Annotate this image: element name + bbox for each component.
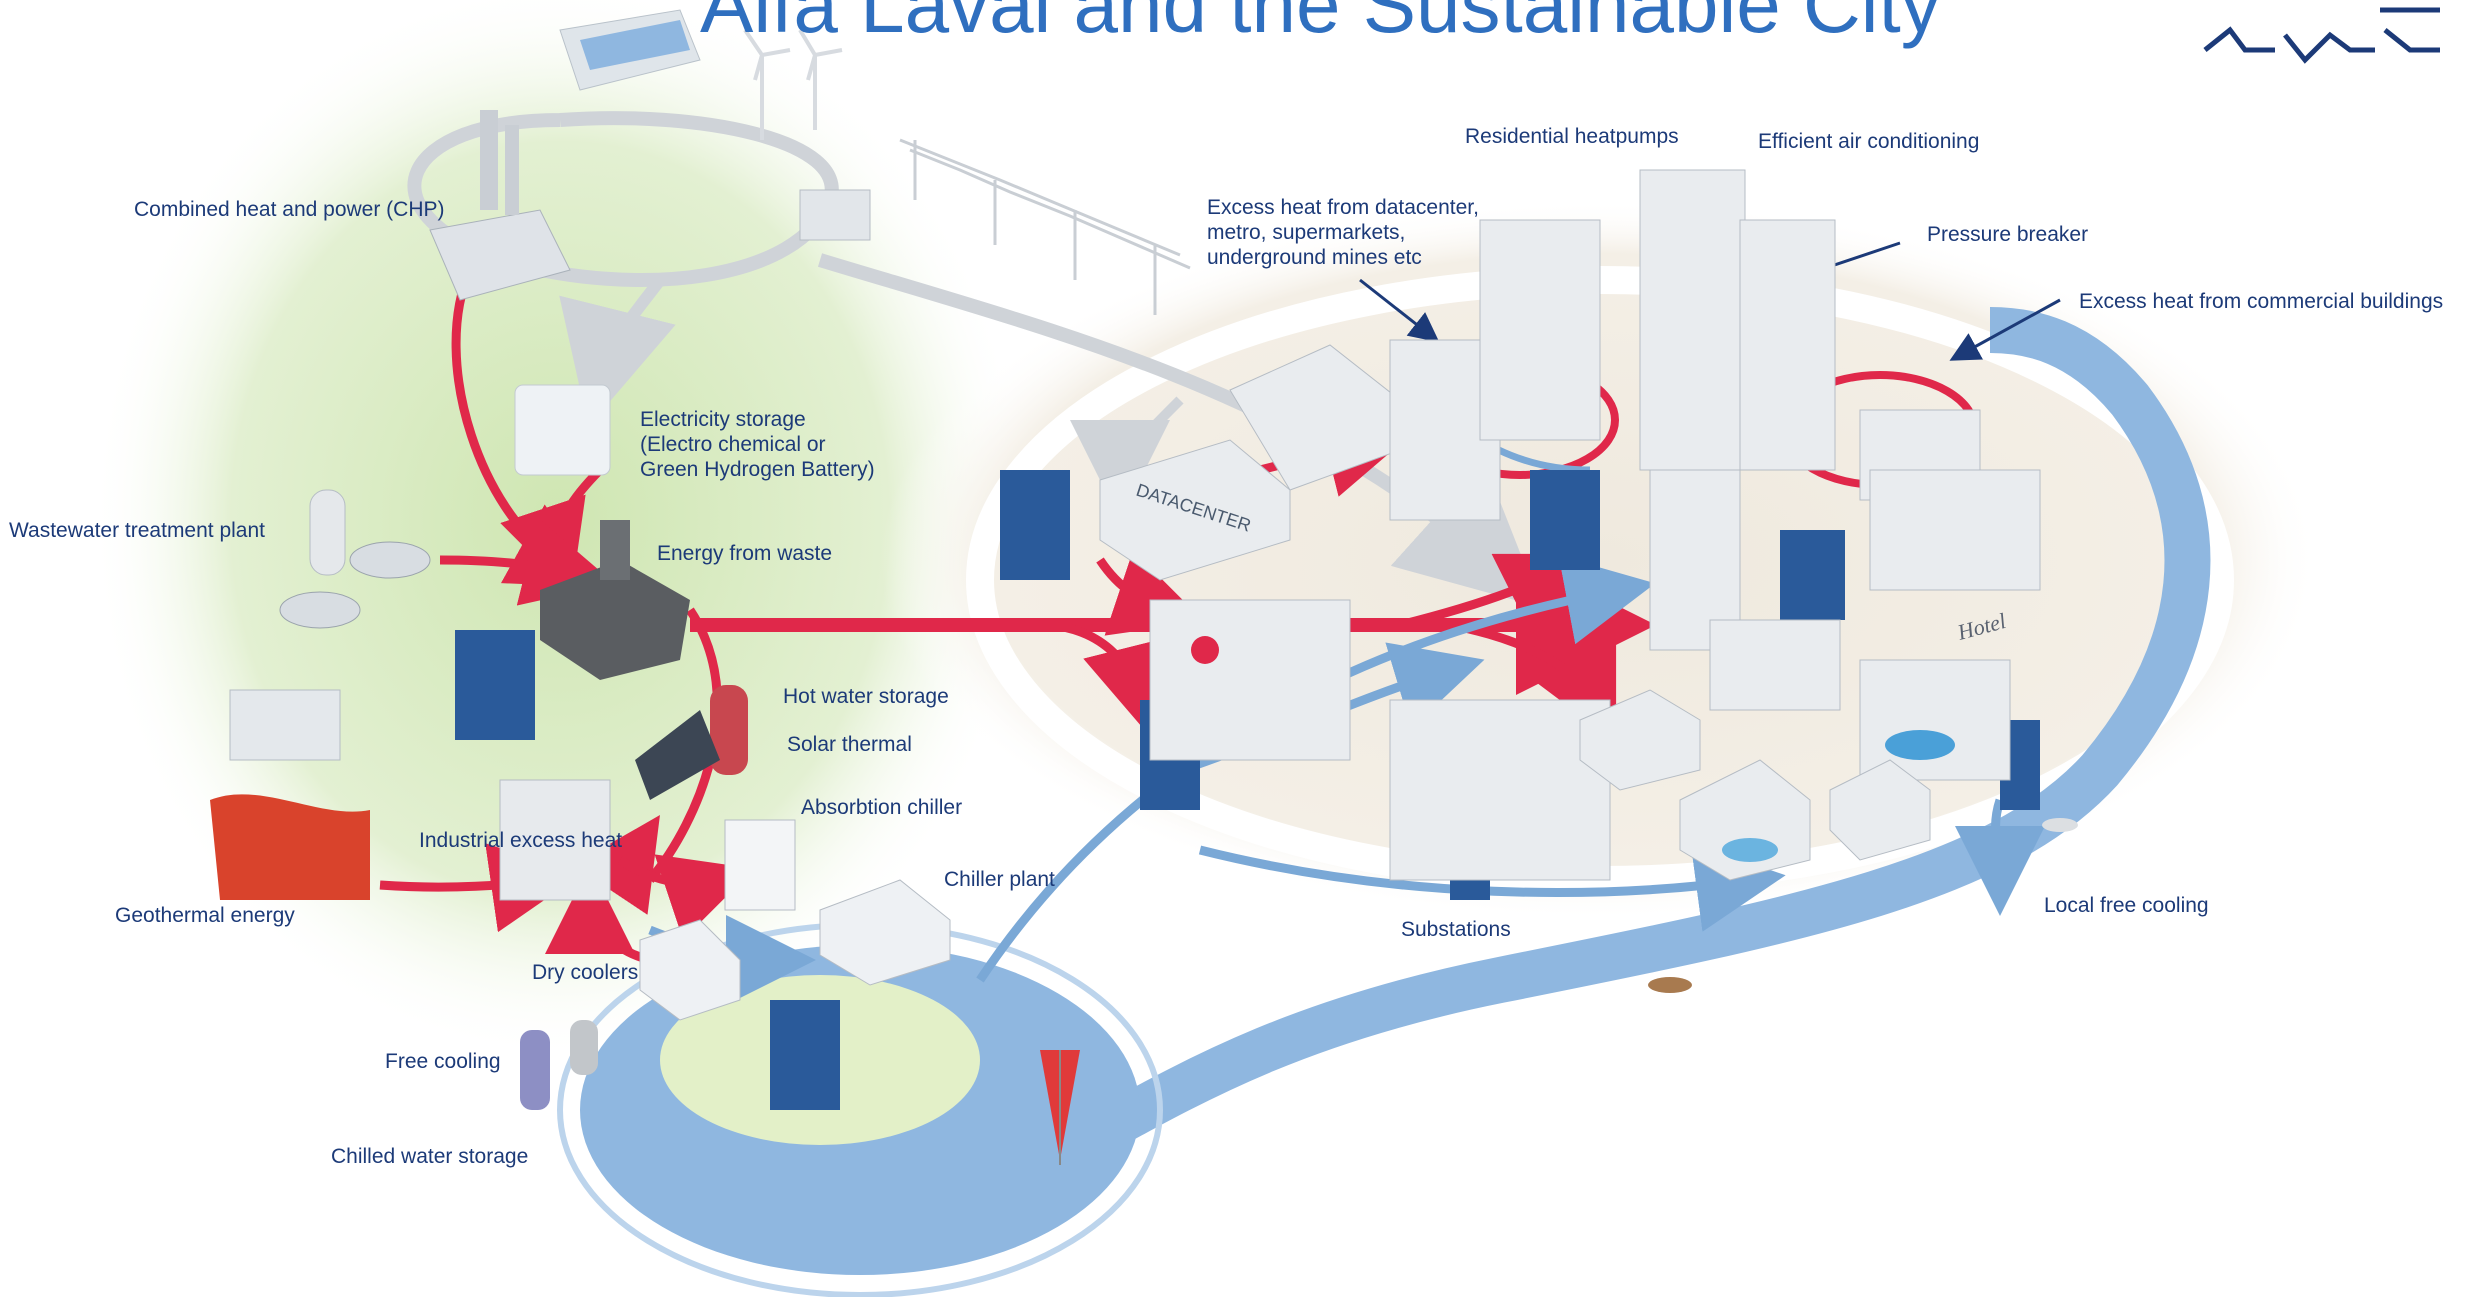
geothermal-plant: [210, 689, 370, 900]
label-electricity-storage-line1: Electricity storage: [640, 408, 806, 431]
chiller-plant: [819, 879, 951, 986]
hot-water-tank: [710, 685, 748, 775]
energy-from-waste-plant: [540, 520, 690, 680]
label-electricity-storage-line3: Green Hydrogen Battery): [640, 458, 875, 481]
label-chilled-water-storage: Chilled water storage: [331, 1145, 529, 1168]
label-excess-heat-commercial: Excess heat from commercial buildings: [2079, 290, 2444, 313]
solar-thermal-panels: [635, 710, 720, 800]
industrial-plant: [499, 779, 611, 901]
label-industrial-excess-heat: Industrial excess heat: [419, 829, 623, 852]
label-hot-water-storage: Hot water storage: [783, 685, 949, 708]
label-local-free-cooling: Local free cooling: [2044, 894, 2209, 917]
label-excess-heat-datacenter-line3: underground mines etc: [1207, 246, 1422, 269]
label-residential-heatpumps: Residential heatpumps: [1465, 125, 1679, 148]
city-buildings: [1099, 169, 2041, 881]
label-dry-coolers: Dry coolers: [532, 961, 639, 984]
label-chp: Combined heat and power (CHP): [134, 198, 445, 221]
label-efficient-ac: Efficient air conditioning: [1758, 130, 1980, 153]
label-electricity-storage: Electricity storage (Electro chemical or…: [640, 407, 875, 482]
boat-river: [1648, 977, 1692, 993]
label-free-cooling: Free cooling: [385, 1050, 501, 1073]
free-cooling-tank: [520, 1030, 550, 1110]
hotel-pool: [1885, 730, 1955, 760]
chilled-water-tank: [570, 1020, 598, 1075]
hospital-cross-icon: [1191, 636, 1219, 664]
label-substations: Substations: [1401, 918, 1511, 941]
page-title: Alfa Laval and the Sustainable City: [700, 0, 1941, 49]
label-excess-heat-datacenter: Excess heat from datacenter, metro, supe…: [1207, 195, 1479, 270]
dry-coolers: [639, 919, 741, 1021]
house-pool: [1722, 838, 1778, 862]
alfa-laval-logo: [2203, 7, 2440, 64]
hydro-dam: [559, 9, 701, 91]
label-wastewater: Wastewater treatment plant: [9, 519, 265, 542]
label-absorption-chiller: Absorbtion chiller: [801, 796, 963, 819]
wind-turbines: [743, 28, 843, 140]
electricity-storage-block: [514, 384, 611, 476]
label-electricity-storage-line2: (Electro chemical or: [640, 433, 826, 456]
label-pressure-breaker: Pressure breaker: [1927, 223, 2089, 246]
boat-upper: [2042, 818, 2078, 832]
power-flow-to-storage: [559, 276, 676, 427]
wastewater-plant: [279, 489, 431, 629]
label-excess-heat-datacenter-line1: Excess heat from datacenter,: [1207, 196, 1479, 219]
absorption-chiller: [724, 819, 796, 911]
label-excess-heat-datacenter-line2: metro, supermarkets,: [1207, 221, 1406, 244]
label-solar-thermal: Solar thermal: [787, 733, 912, 756]
sailboat: [1040, 1050, 1080, 1165]
label-geothermal: Geothermal energy: [115, 904, 295, 927]
power-lines: [899, 138, 1191, 315]
chp-plant: [429, 110, 571, 301]
power-substation: [799, 189, 871, 241]
label-chiller-plant: Chiller plant: [944, 868, 1055, 891]
label-energy-from-waste: Energy from waste: [657, 542, 833, 565]
